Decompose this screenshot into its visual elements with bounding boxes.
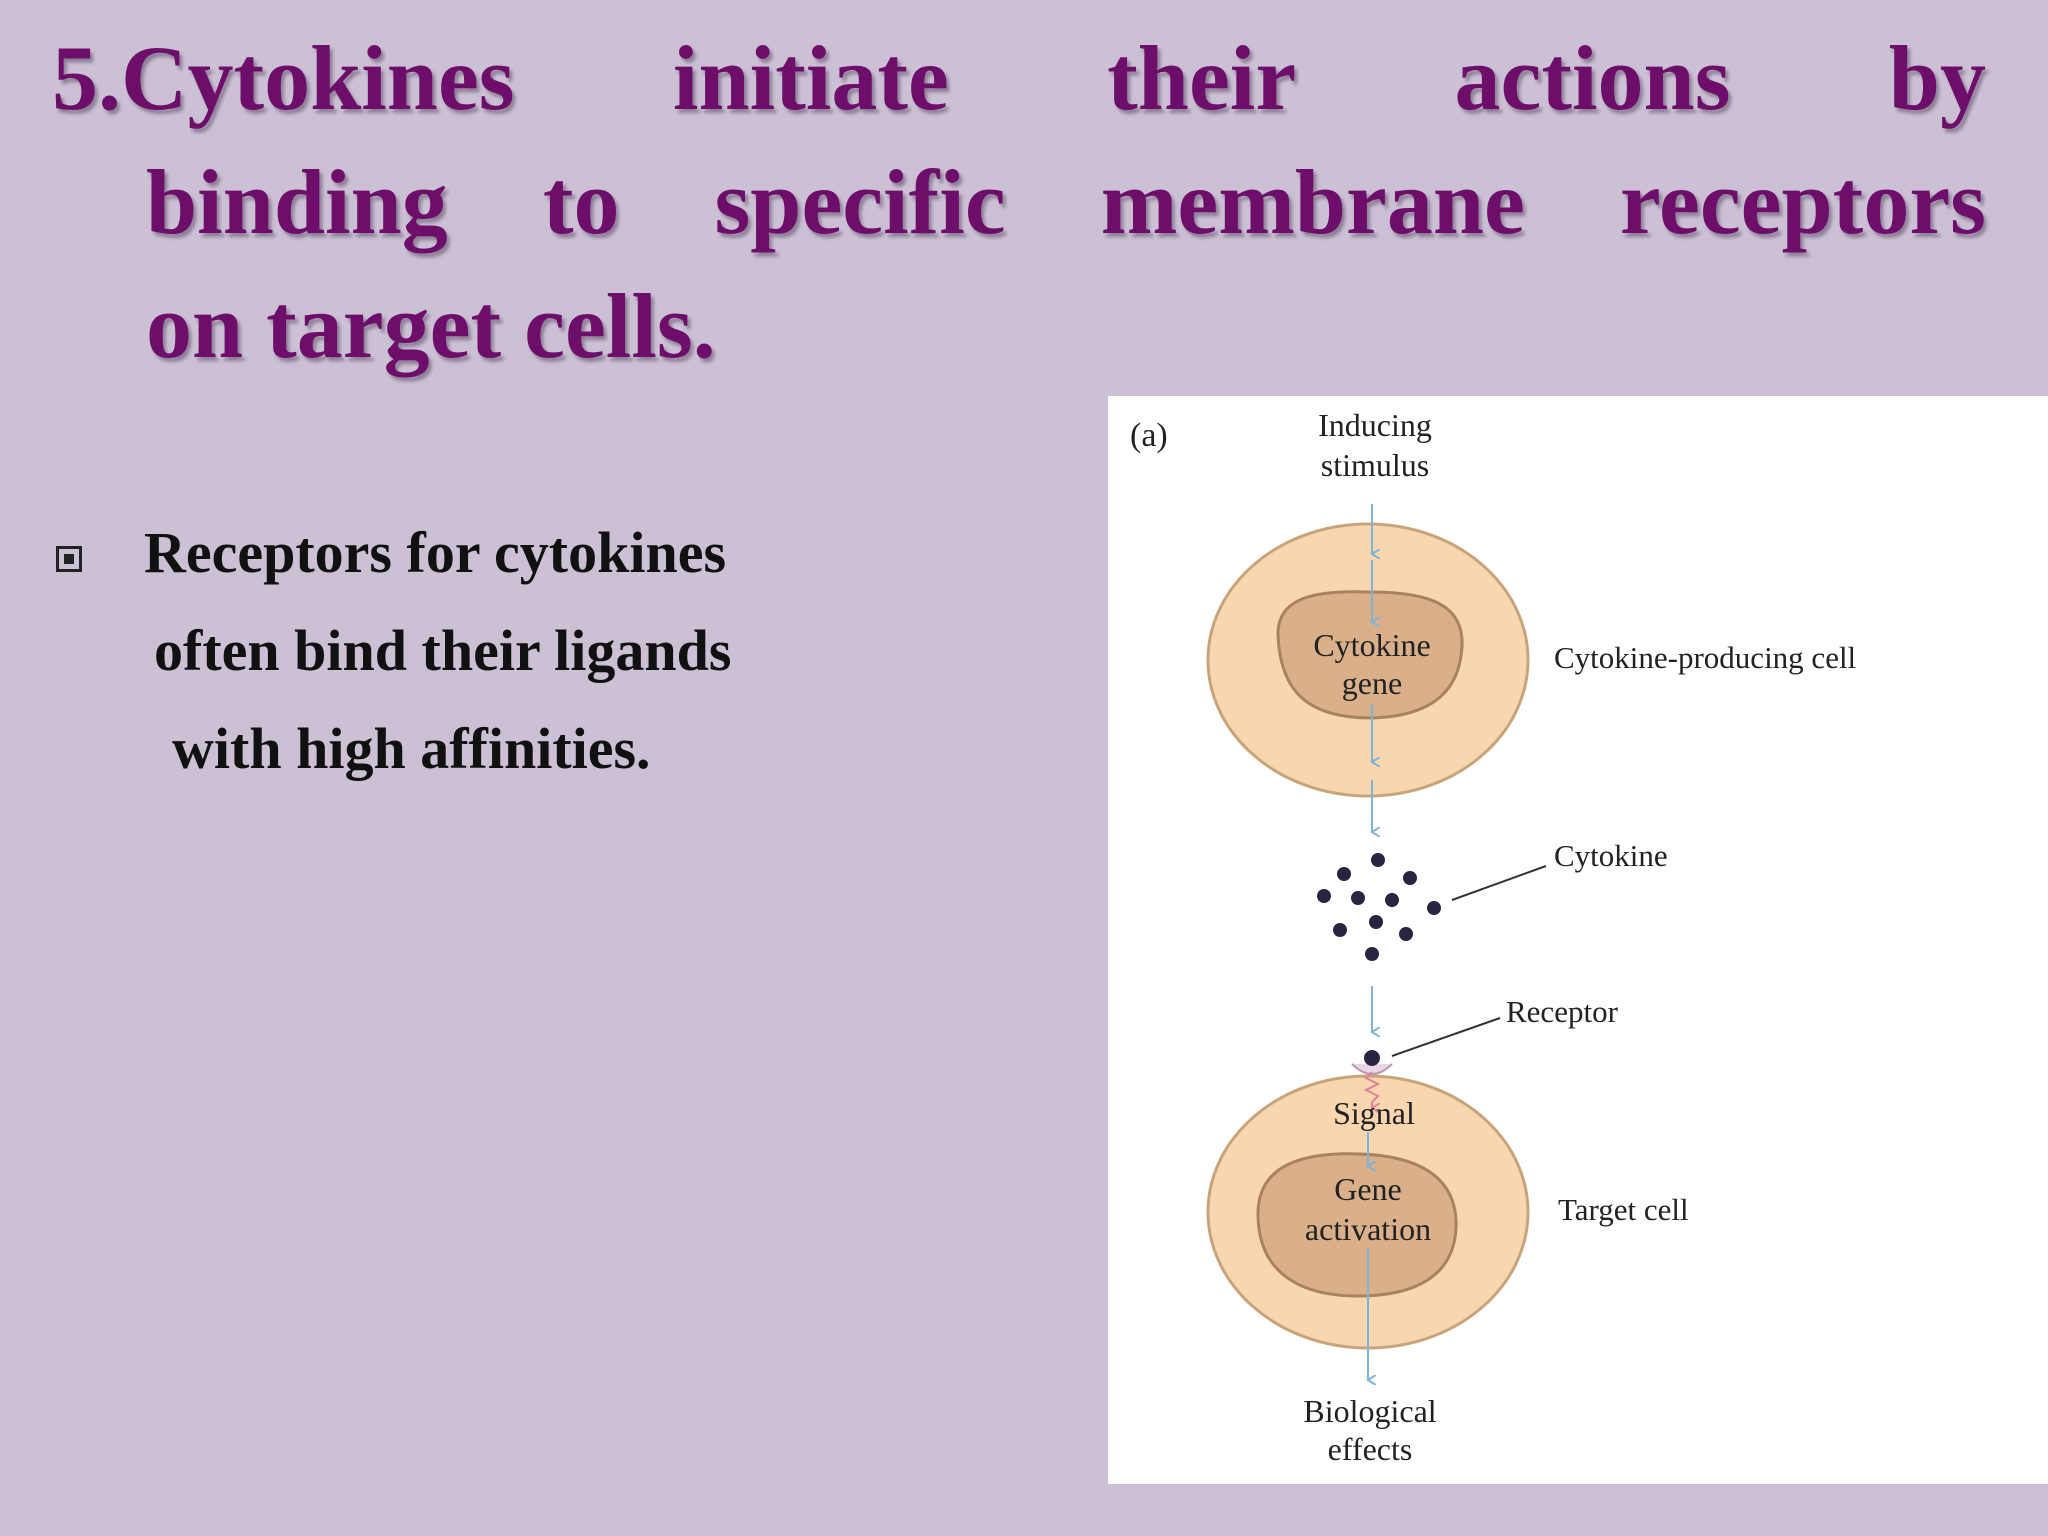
title-word: initiate xyxy=(672,27,949,129)
bullet-line-1: Receptors for cytokines xyxy=(144,520,727,585)
target-nucleus-shape xyxy=(1256,1152,1458,1298)
biological-effects-label: effects xyxy=(1328,1431,1413,1467)
panel-label: (a) xyxy=(1130,417,1168,454)
cytokine-signaling-figure: (a) Inducing stimulus Cytokine gene Cyto… xyxy=(1108,396,2048,1484)
title-line-1: 5.Cytokines initiate their actions by xyxy=(52,32,1986,124)
signal-label: Signal xyxy=(1333,1095,1415,1131)
title-word: 5.Cytokines xyxy=(52,27,515,129)
signal-arrow xyxy=(1363,1071,1381,1103)
bullet-line-3: with high affinities. xyxy=(172,716,651,781)
bullet-square-icon xyxy=(56,546,82,572)
cytokine-label: Cytokine xyxy=(1554,838,1668,873)
cytokine-molecules xyxy=(1317,853,1441,961)
gene-activation-label: activation xyxy=(1305,1211,1431,1247)
biological-effects-label: Biological xyxy=(1303,1393,1436,1429)
figure-svg: (a) Inducing stimulus Cytokine gene Cyto… xyxy=(1130,407,1856,1467)
inducing-stimulus-label: Inducing xyxy=(1318,407,1432,443)
title-word: binding xyxy=(146,151,448,253)
title-word: membrane xyxy=(1100,151,1525,253)
cytokine-leader-line xyxy=(1451,865,1547,901)
receptor-leader-line xyxy=(1391,1017,1501,1057)
producing-nucleus-shape xyxy=(1276,590,1464,720)
bound-cytokine-dot xyxy=(1364,1050,1380,1066)
title-word: receptors xyxy=(1619,151,1986,253)
cytokine-gene-label: Cytokine xyxy=(1313,627,1430,663)
title-word: specific xyxy=(714,151,1006,253)
receptor-label: Receptor xyxy=(1506,994,1619,1029)
gene-activation-label: Gene xyxy=(1334,1171,1402,1207)
receptor-shape xyxy=(1351,1063,1393,1075)
title-line-3: on target cells. xyxy=(146,275,716,377)
title-word: their xyxy=(1107,27,1297,129)
bullet-line-2: often bind their ligands xyxy=(154,618,732,683)
title-word: actions xyxy=(1454,27,1731,129)
producing-cell-label: Cytokine-producing cell xyxy=(1554,640,1856,675)
title-word: to xyxy=(542,151,620,253)
target-cell-label: Target cell xyxy=(1558,1192,1689,1227)
cytokine-gene-label: gene xyxy=(1342,665,1402,701)
title-line-2: binding to specific membrane receptors xyxy=(146,156,1986,248)
inducing-stimulus-label: stimulus xyxy=(1321,447,1429,483)
title-word: by xyxy=(1888,27,1986,129)
